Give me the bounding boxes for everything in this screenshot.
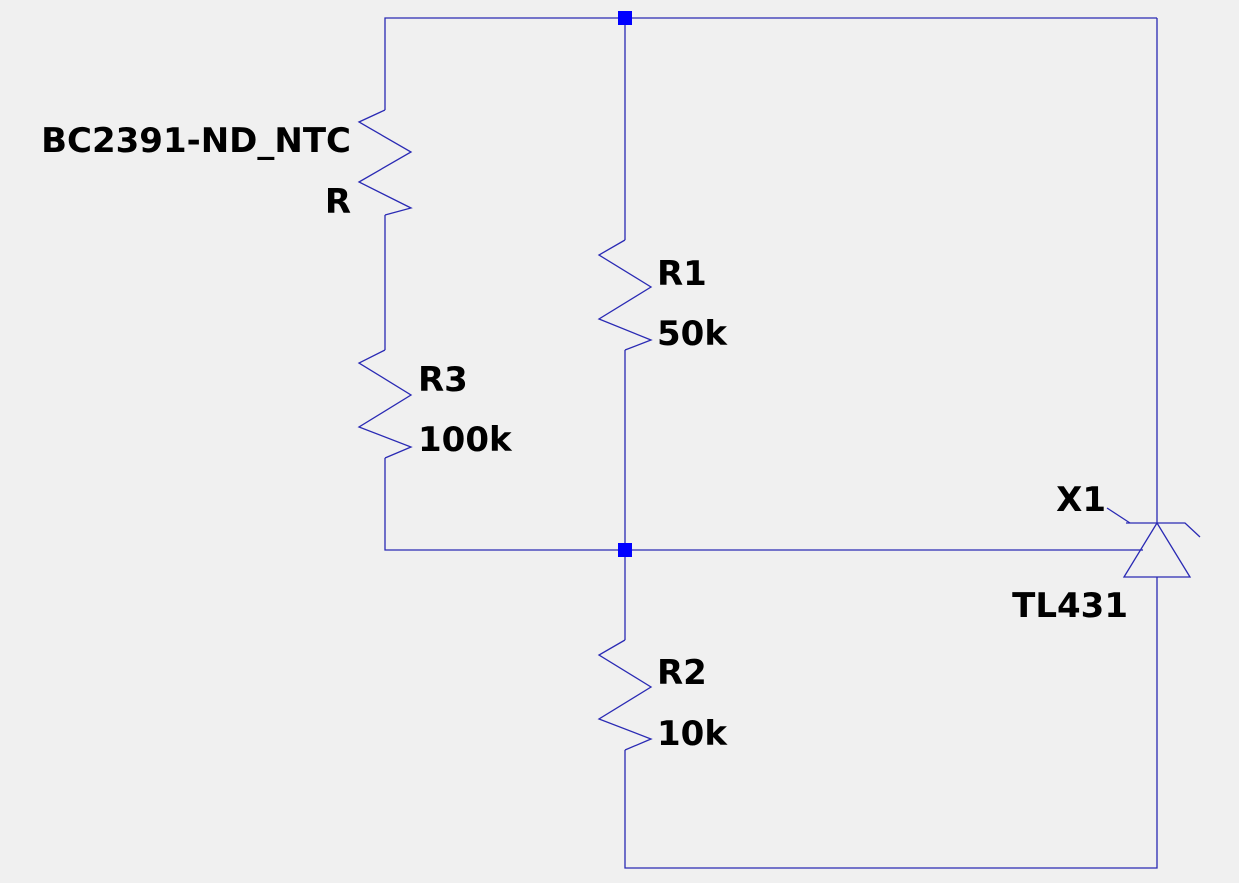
resistor-r3[interactable]: [357, 349, 413, 459]
resistor-r1[interactable]: [597, 239, 653, 351]
ntc-thermistor[interactable]: [357, 109, 413, 216]
r1-value-label: 50k: [657, 314, 728, 354]
r1-name-label: R1: [657, 254, 707, 294]
resistor-r2[interactable]: [597, 639, 653, 751]
r1-zigzag: [597, 239, 653, 351]
wires: [384, 17, 1158, 869]
tl431-cathode-bar: [1126, 522, 1201, 538]
x1-label-leader: [1106, 507, 1131, 524]
junction-middle: [618, 543, 632, 557]
ntc-zigzag: [357, 109, 413, 216]
x1-name-label: X1: [1056, 480, 1106, 520]
wire-top-left[interactable]: [384, 17, 625, 110]
ntc-value-label: R: [325, 182, 351, 222]
junction-top: [618, 11, 632, 25]
tl431-symbol[interactable]: [1106, 507, 1201, 578]
r3-zigzag: [357, 349, 413, 459]
wire-bottom-loop[interactable]: [624, 577, 1158, 869]
r3-name-label: R3: [418, 360, 468, 400]
r2-name-label: R2: [657, 653, 707, 693]
r2-zigzag: [597, 639, 653, 751]
wire-r3-to-mid[interactable]: [384, 458, 625, 551]
x1-value-label: TL431: [1012, 586, 1128, 626]
ntc-name-label: BC2391-ND_NTC: [41, 121, 351, 161]
r3-value-label: 100k: [418, 420, 513, 460]
r2-value-label: 10k: [657, 714, 728, 754]
